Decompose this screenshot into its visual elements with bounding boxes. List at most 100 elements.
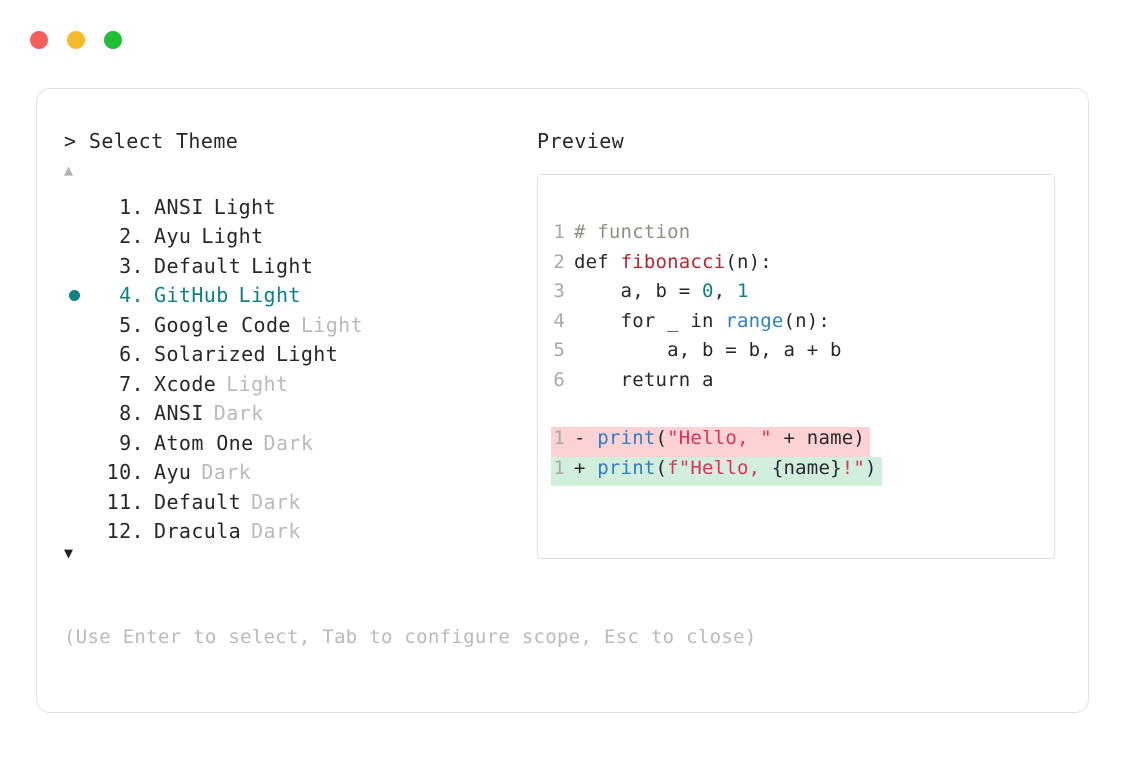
theme-item-name: Ayu	[154, 224, 192, 249]
code-token-num: 0	[702, 280, 714, 302]
code-line-text: a, b = b, a + b	[574, 339, 842, 361]
code-token-num: 1	[736, 280, 749, 302]
theme-item-index: 11.	[106, 489, 144, 514]
diff-sign: -	[574, 427, 598, 449]
code-token-punct: (n):	[783, 309, 831, 332]
code-token-plain: a, b = b, a + b	[574, 339, 842, 361]
theme-item-index: 5.	[119, 312, 144, 337]
code-line-number: 3	[553, 280, 565, 302]
theme-item-variant: Light	[238, 283, 301, 308]
code-token-plain: a, b =	[574, 280, 703, 302]
minimize-window-button[interactable]	[67, 31, 85, 49]
theme-item-variant: Light	[251, 253, 314, 278]
theme-item-variant: Dark	[201, 460, 252, 485]
close-window-button[interactable]	[30, 31, 48, 49]
window-traffic-lights	[30, 31, 122, 49]
theme-item-name: Default	[154, 253, 242, 278]
theme-item-name: ANSI	[154, 194, 204, 219]
code-line-number: 1	[553, 221, 565, 243]
theme-item-index: 10.	[106, 460, 144, 485]
code-token-plain: ,	[713, 280, 737, 302]
code-token-plain: return a	[574, 368, 714, 391]
theme-item-index: 7.	[119, 371, 144, 396]
theme-list-item[interactable]: 10. Ayu Dark	[64, 458, 534, 488]
theme-item-name: Ayu	[154, 460, 192, 485]
code-line-number: 4	[553, 309, 565, 332]
code-line-text: # function	[574, 221, 690, 243]
code-token-builtin: range	[725, 309, 784, 332]
code-block: 1 # function 2 def fibonacci(n): 3 a, b = 0,…	[551, 221, 1054, 398]
preview-box: 1 # function 2 def fibonacci(n): 3 a, b = 0,…	[537, 174, 1055, 559]
theme-list-item[interactable]: 4. GitHub Light	[64, 281, 534, 311]
code-token-plain: {name}	[771, 456, 842, 479]
code-line: 1 # function	[551, 221, 1054, 251]
code-line-text: a, b = 0, 1	[574, 280, 749, 302]
selected-bullet-icon	[69, 289, 80, 301]
diff-line-number: 1	[553, 456, 565, 479]
theme-item-variant: Dark	[251, 519, 301, 544]
theme-item-variant: Light	[275, 342, 339, 367]
prompt-caret-icon: >	[64, 129, 77, 153]
code-line-text: return a	[574, 369, 714, 391]
keyboard-hint: (Use Enter to select, Tab to configure s…	[64, 626, 757, 648]
theme-item-variant: Dark	[251, 489, 301, 514]
theme-item-variant: Dark	[263, 430, 314, 455]
preview-label: Preview	[537, 129, 625, 153]
code-token-punct: (	[655, 427, 668, 449]
theme-item-name: GitHub	[154, 283, 229, 308]
code-token-punct: (n):	[725, 250, 772, 273]
code-token-plain: def	[574, 250, 621, 273]
diff-sign: +	[574, 456, 598, 479]
code-token-plain: for _ in	[574, 309, 726, 332]
diff-line-number: 1	[553, 427, 565, 449]
code-area: 1 # function 2 def fibonacci(n): 3 a, b = 0,…	[551, 221, 1054, 486]
code-line: 3 a, b = 0, 1	[551, 280, 1054, 310]
code-line-text: for _ in range(n):	[574, 310, 830, 332]
selection-indicator-cell	[64, 289, 100, 301]
diff-line-add: 1 + print(f"Hello, {name}!")	[551, 456, 882, 486]
diff-line-text: + print(f"Hello, {name}!")	[574, 457, 877, 479]
code-line-number: 2	[553, 250, 565, 273]
code-token-str: f"Hello,	[667, 456, 772, 479]
theme-item-variant: Light	[201, 224, 264, 249]
code-token-punct: (	[655, 456, 668, 479]
prompt-spacer	[76, 129, 88, 153]
diff-line-del: 1- print("Hello, " + name)	[551, 427, 871, 457]
theme-item-name: Dracula	[154, 519, 242, 544]
code-line: 5 a, b = b, a + b	[551, 339, 1054, 369]
theme-item-variant: Light	[300, 312, 364, 337]
theme-item-name: Google Code	[154, 312, 291, 337]
theme-item-index: 4.	[119, 283, 144, 308]
theme-list-item[interactable]: 5. Google Code Light	[64, 310, 534, 340]
code-token-str: !"	[841, 456, 866, 479]
theme-item-index: 9.	[119, 430, 144, 455]
theme-list-item[interactable]: 2. Ayu Light	[64, 222, 534, 252]
code-line: 4 for _ in range(n):	[551, 310, 1054, 340]
theme-item-index: 2.	[119, 224, 144, 249]
prompt-row: > Select Theme	[64, 131, 534, 151]
theme-list-item[interactable]: 9. Atom One Dark	[64, 428, 534, 458]
theme-item-name: Xcode	[154, 371, 217, 396]
code-line-text: def fibonacci(n):	[574, 251, 772, 273]
diff-block: 1- print("Hello, " + name)1+ print(f"Hel…	[551, 427, 1054, 486]
theme-item-index: 8.	[119, 401, 144, 426]
theme-item-index: 1.	[119, 194, 144, 219]
scroll-down-icon[interactable]: ▼	[64, 544, 74, 562]
preview-panel: Preview 1 # function 2 def fibonacci(n): 3 a…	[537, 131, 1055, 559]
maximize-window-button[interactable]	[104, 31, 122, 49]
code-token-builtin: print	[597, 427, 656, 449]
scroll-up-icon[interactable]: ▲	[64, 161, 74, 179]
theme-item-variant: Dark	[213, 401, 264, 426]
theme-item-name: Atom One	[154, 430, 254, 455]
code-line: 2 def fibonacci(n):	[551, 251, 1054, 281]
code-token-plain: + name)	[771, 427, 866, 449]
